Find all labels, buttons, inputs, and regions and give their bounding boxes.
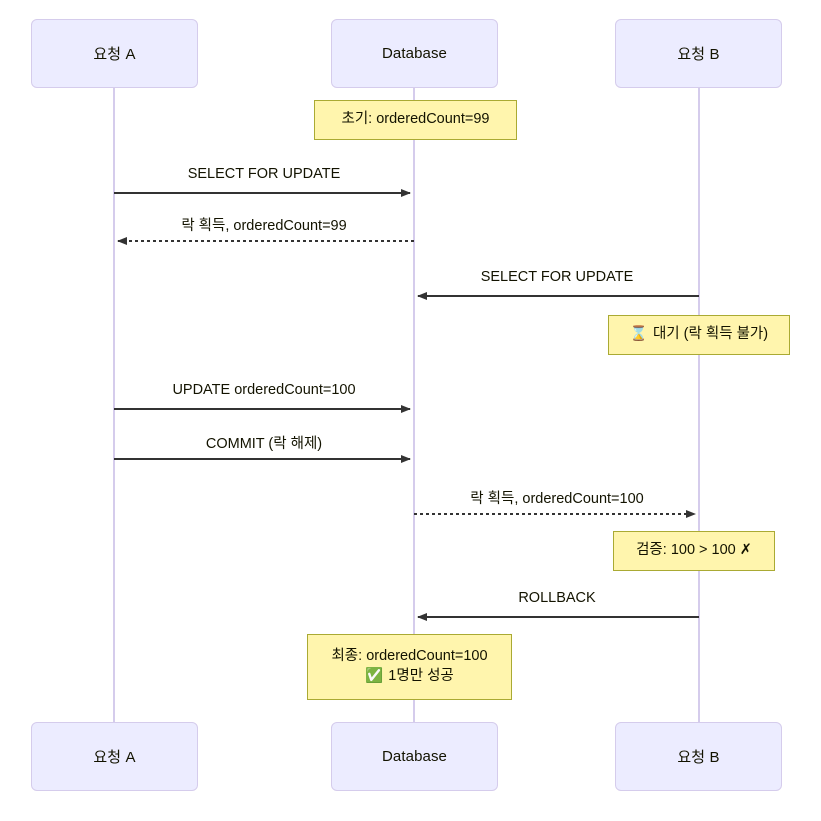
actor-label-db-top: Database — [381, 45, 447, 62]
actor-box-bottom-a[interactable]: 요청 A — [31, 722, 198, 791]
message-label-m3: SELECT FOR UPDATE — [480, 269, 634, 285]
actor-box-top-b[interactable]: 요청 B — [615, 19, 782, 88]
note-final-state-line1: 최종: orderedCount=100 — [331, 648, 488, 665]
message-label-m2: 락 획득, orderedCount=99 — [181, 218, 347, 234]
note-final-state: 최종: orderedCount=100 ✅ 1명만 성공 — [307, 634, 512, 700]
lifelines — [113, 88, 700, 722]
actor-label-b-bottom: 요청 B — [677, 749, 720, 766]
actor-box-top-db[interactable]: Database — [331, 19, 498, 88]
note-validation-fail-text: 검증: 100 > 100 ✗ — [636, 542, 752, 559]
note-initial-state: 초기: orderedCount=99 — [314, 100, 517, 140]
message-label-m1: SELECT FOR UPDATE — [187, 166, 341, 182]
note-validation-fail: 검증: 100 > 100 ✗ — [613, 531, 775, 571]
note-final-state-line2-row: ✅ 1명만 성공 — [365, 667, 454, 687]
actor-label-a-top: 요청 A — [93, 46, 136, 63]
message-label-m4: UPDATE orderedCount=100 — [172, 382, 356, 398]
check-mark-icon: ✅ — [365, 668, 384, 684]
message-label-m7: ROLLBACK — [518, 590, 596, 606]
note-final-state-line2: 1명만 성공 — [388, 668, 454, 684]
actor-label-a-bottom: 요청 A — [93, 749, 136, 766]
message-arrows — [114, 189, 699, 621]
actor-label-db-bottom: Database — [381, 748, 447, 765]
note-initial-state-text: 초기: orderedCount=99 — [341, 111, 490, 128]
actor-box-top-a[interactable]: 요청 A — [31, 19, 198, 88]
actor-box-bottom-b[interactable]: 요청 B — [615, 722, 782, 791]
hourglass-icon: ⌛ — [629, 326, 648, 343]
message-label-m5: COMMIT (락 해제) — [205, 436, 323, 452]
message-label-m6: 락 획득, orderedCount=100 — [470, 491, 644, 507]
note-waiting-lock-text: 대기 (락 획득 불가) — [652, 326, 769, 343]
actor-label-b-top: 요청 B — [677, 46, 720, 63]
note-waiting-lock: ⌛ 대기 (락 획득 불가) — [608, 315, 790, 355]
actor-box-bottom-db[interactable]: Database — [331, 722, 498, 791]
